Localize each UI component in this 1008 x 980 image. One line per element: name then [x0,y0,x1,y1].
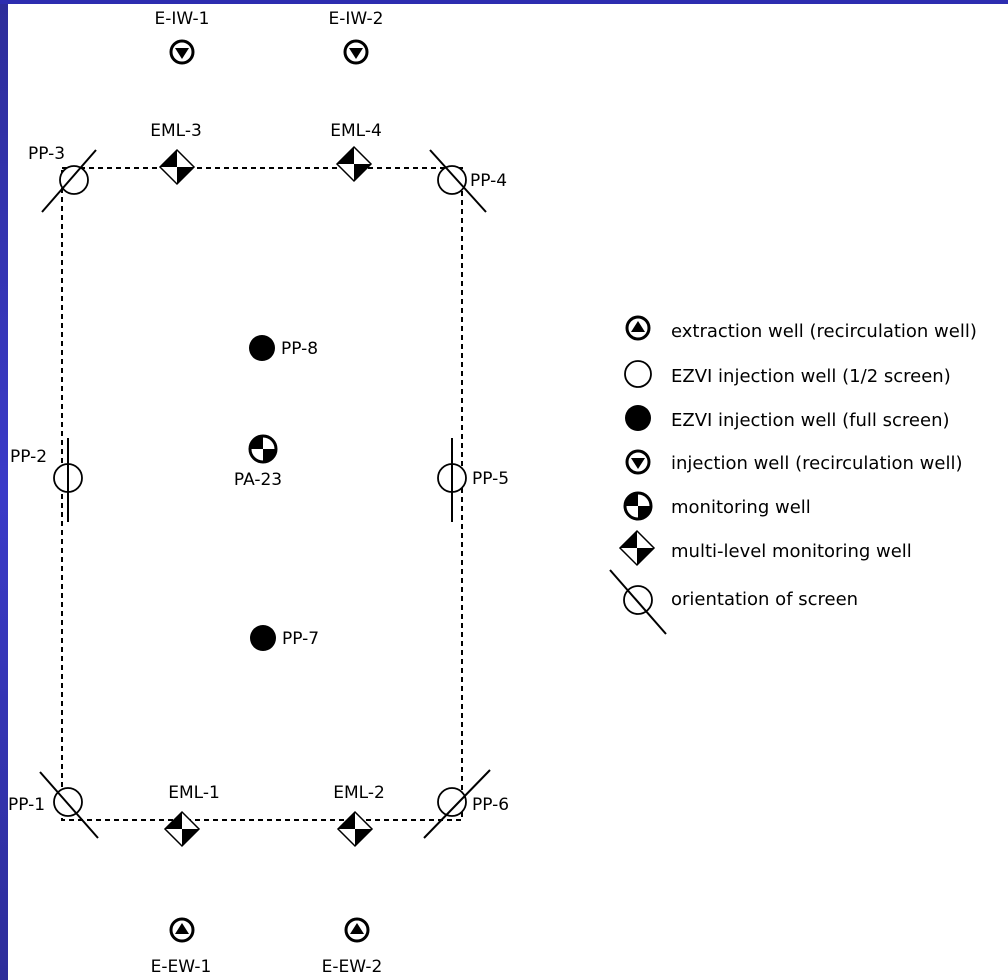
well-label-eml-1: EML-1 [168,783,220,803]
treatment-area-boundary [61,167,463,821]
well-label-eml-3: EML-3 [150,121,202,141]
slide-frame-left [0,0,8,980]
slide-frame-top [0,0,1008,4]
extraction-well-icon [344,917,370,943]
multi-level-monitoring-well-icon [336,146,372,182]
screen-orientation-icon [429,149,487,213]
legend-label-full-screen-injection-well: EZVI injection well (full screen) [671,410,950,431]
screen-orientation-icon [609,569,667,635]
well-label-pp-7: PP-7 [282,629,319,649]
legend: extraction well (recirculation well) EZV… [609,315,977,635]
well-label-pp-1: PP-1 [8,795,45,815]
full-screen-injection-well-icon [250,625,276,651]
multi-level-monitoring-well-icon [159,149,195,185]
well-label-pa-23: PA-23 [234,470,282,490]
monitoring-well-icon [248,434,278,464]
multi-level-monitoring-well-icon [164,811,200,847]
legend-label-injection-well: injection well (recirculation well) [671,453,962,474]
half-screen-injection-well-icon [624,360,652,388]
extraction-well-icon [625,315,651,341]
well-label-e-iw-1: E-IW-1 [155,9,210,29]
legend-label-monitoring-well: monitoring well [671,497,811,518]
well-label-eml-4: EML-4 [330,121,382,141]
legend-label-half-screen-injection-well: EZVI injection well (1/2 screen) [671,366,951,387]
legend-label-extraction-well: extraction well (recirculation well) [671,321,977,342]
monitoring-well-icon [623,491,653,521]
full-screen-injection-well-icon [625,405,651,431]
screen-orientation-icon [41,149,97,213]
screen-orientation-icon [437,438,467,522]
multi-level-monitoring-well-icon [619,530,655,566]
well-label-pp-5: PP-5 [472,469,509,489]
well-label-pp-6: PP-6 [472,795,509,815]
multi-level-monitoring-well-icon [337,811,373,847]
well-label-pp-2: PP-2 [10,447,47,467]
screen-orientation-icon [423,769,491,839]
well-label-e-iw-2: E-IW-2 [329,9,384,29]
injection-well-icon [169,39,195,65]
well-label-e-ew-2: E-EW-2 [322,957,383,977]
well-label-eml-2: EML-2 [333,783,385,803]
injection-well-icon [625,449,651,475]
full-screen-injection-well-icon [249,335,275,361]
extraction-well-icon [169,917,195,943]
screen-orientation-icon [53,438,83,522]
well-label-pp-3: PP-3 [28,144,65,164]
well-label-pp-4: PP-4 [470,171,507,191]
legend-label-screen-orientation: orientation of screen [671,589,858,610]
screen-orientation-icon [39,771,99,839]
well-label-pp-8: PP-8 [281,339,318,359]
well-label-e-ew-1: E-EW-1 [151,957,212,977]
legend-label-multi-level-monitoring-well: multi-level monitoring well [671,541,912,562]
injection-well-icon [343,39,369,65]
